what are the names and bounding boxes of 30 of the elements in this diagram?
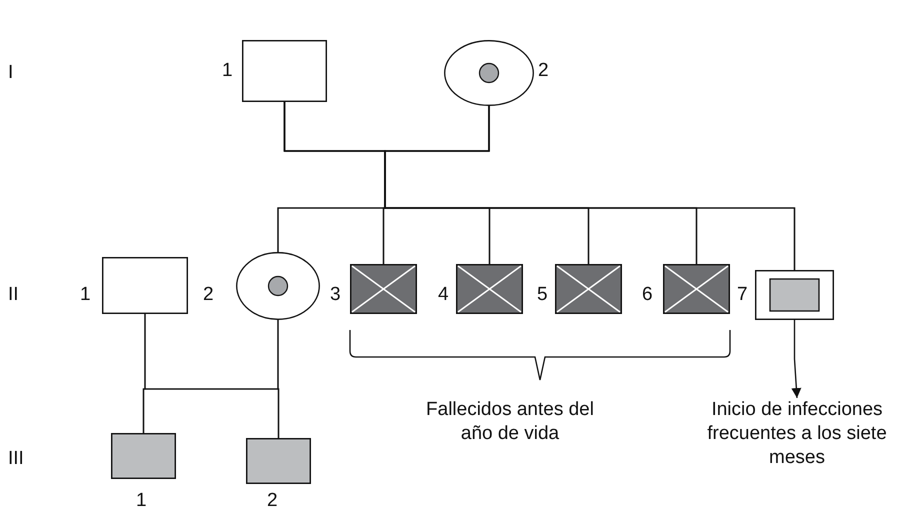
arrow xyxy=(791,320,802,398)
individual-number: 1 xyxy=(136,490,147,513)
individual-number: 2 xyxy=(267,490,278,513)
individual-number: 2 xyxy=(538,60,549,83)
pedigree-line xyxy=(277,320,280,438)
individual-number: 5 xyxy=(537,284,548,307)
affected-male-square xyxy=(755,270,834,320)
individual-number: 2 xyxy=(203,284,214,307)
deceased-male-square xyxy=(663,264,730,314)
individual-number: 3 xyxy=(330,284,341,307)
carrier-female-oval xyxy=(444,40,534,106)
note-text: Fallecidos antes del año de vida xyxy=(425,398,595,446)
individual-number: 1 xyxy=(222,60,233,83)
note-text: Inicio de infecciones frecuentes a los siete meses xyxy=(677,398,910,482)
carrier-female-oval xyxy=(236,252,320,320)
pedigree-line xyxy=(384,106,796,270)
deceased-male-square xyxy=(456,264,523,314)
individual-number: 6 xyxy=(642,284,653,307)
generation-label: II xyxy=(8,284,19,307)
individual-number: 7 xyxy=(737,284,748,307)
deceased-male-square xyxy=(555,264,622,314)
deceased-male-square xyxy=(350,264,417,314)
generation-label: I xyxy=(8,62,14,85)
male-square xyxy=(242,40,327,102)
individual-number: 1 xyxy=(80,284,91,307)
male-square xyxy=(102,257,188,314)
generation-label: III xyxy=(8,448,24,471)
individual-number: 4 xyxy=(438,284,449,307)
affected-male-square xyxy=(111,433,176,479)
affected-male-square xyxy=(246,438,311,484)
